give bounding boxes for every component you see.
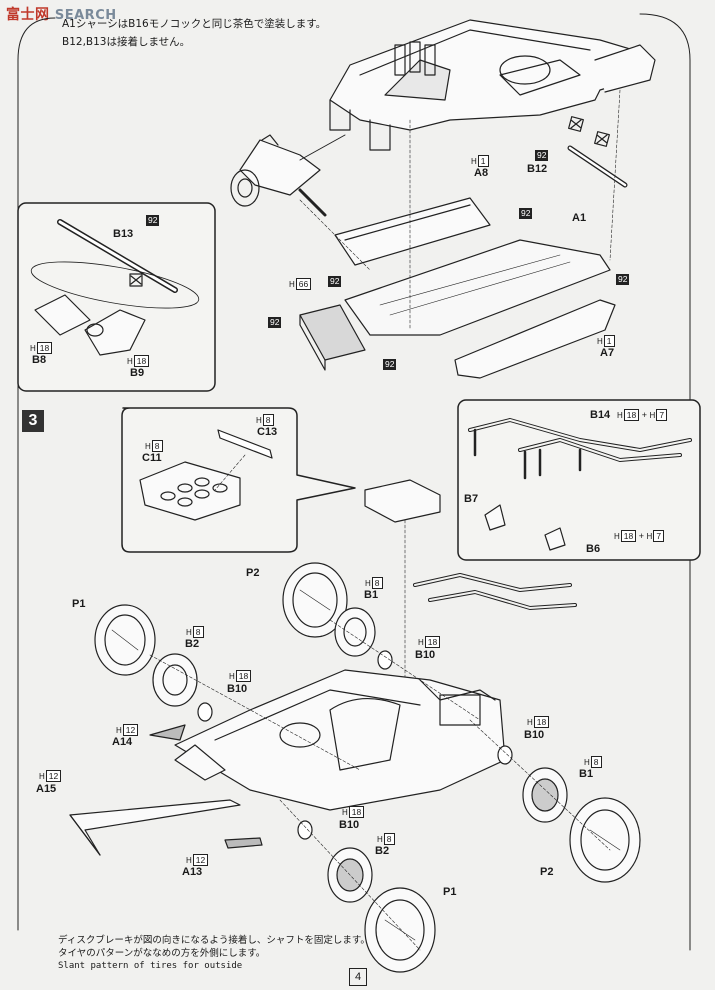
label-p2-top: P2	[246, 567, 260, 579]
label-a13: A13	[182, 866, 203, 878]
label-a14: A14	[112, 736, 133, 748]
part-a1-shape	[344, 239, 611, 336]
footer-notes: ディスクブレーキが図の向きになるよう接着し、シャフトを固定します。 タイヤのパタ…	[58, 934, 370, 973]
main-chassis-shape	[174, 669, 506, 811]
part-a7-shape	[454, 299, 616, 379]
label-c11: C11	[142, 452, 162, 464]
label-p1-bottom: P1	[443, 886, 457, 898]
label-a15: A15	[36, 783, 57, 795]
part-a15-shape	[69, 799, 241, 856]
inset-box-b13	[17, 202, 216, 392]
page-border-left	[17, 17, 56, 931]
step-number-badge: 3	[22, 410, 44, 432]
label-b10-top: B10	[415, 649, 436, 661]
part-a13-shape	[224, 837, 263, 849]
brake-b2-left	[152, 653, 198, 707]
label-b9: B9	[130, 367, 145, 379]
paint-code-92-b: 92	[268, 317, 282, 328]
label-a7: A7	[600, 347, 615, 359]
top-chassis	[329, 19, 656, 151]
label-b1-top: B1	[364, 589, 379, 601]
wheel-p2-right	[569, 797, 641, 883]
wheel-p1-bottom	[364, 887, 436, 973]
footer-jp-line-1: ディスクブレーキが図の向きになるよう接着し、シャフトを固定します。	[58, 935, 370, 946]
label-b6: B6	[586, 543, 601, 555]
no-glue-icon-1	[568, 116, 584, 132]
washer-b10-top	[377, 650, 393, 670]
note-line-2: B12,B13は接着しません。	[62, 36, 191, 48]
paint-code-92-b12: 92	[535, 150, 549, 161]
site-logo: 富士网 SEARCH	[6, 4, 117, 24]
note-line-1: A1シャーシはB16モノコックと同じ茶色で塗装します。	[62, 18, 327, 30]
page-number: 4	[349, 968, 367, 986]
brake-b1-top	[334, 607, 376, 657]
washer-b10-bottom	[297, 820, 313, 840]
part-a14-shape	[149, 724, 186, 741]
label-a1: A1	[572, 212, 587, 224]
label-c13: C13	[257, 426, 278, 438]
label-b7: B7	[464, 493, 479, 505]
paint-code-92-a1: 92	[519, 208, 533, 219]
label-p1-left: P1	[72, 598, 86, 610]
part-c-box	[364, 479, 441, 523]
wheel-p2-top	[282, 562, 348, 638]
washer-b10-left	[197, 702, 213, 722]
label-a8: A8	[474, 167, 489, 179]
paint-code-92-right: 92	[616, 274, 630, 285]
footer-en-line: Slant pattern of tires for outside	[58, 961, 243, 971]
page-border-right	[639, 13, 691, 951]
wheel-p1-left	[94, 604, 156, 676]
logo-sub-text: SEARCH	[54, 8, 117, 23]
label-b10-right: B10	[524, 729, 545, 741]
part-a8-shape	[334, 197, 491, 266]
paint-code-92-c: 92	[383, 359, 397, 370]
paint-code-92-a: 92	[328, 276, 342, 287]
no-glue-icon-2	[594, 131, 610, 147]
label-b10-bottom: B10	[339, 819, 360, 831]
logo-main-text: 富士网	[6, 7, 50, 23]
footer-jp-line-2: タイヤのパターンがななめの方を外側にします。	[58, 948, 266, 959]
label-b14: B14	[590, 409, 611, 421]
paint-code-92-b13: 92	[146, 215, 160, 226]
label-p2-right: P2	[540, 866, 554, 878]
part-c13-shape	[217, 429, 273, 459]
label-b2-bottom: B2	[375, 845, 390, 857]
label-b10-left: B10	[227, 683, 248, 695]
label-b13: B13	[113, 228, 134, 240]
washer-b10-right	[497, 745, 513, 765]
label-b8: B8	[32, 354, 47, 366]
inset-box-exhaust	[457, 399, 701, 561]
front-axle	[230, 134, 346, 217]
part-h66-block	[299, 304, 366, 361]
label-b1-right: B1	[579, 768, 594, 780]
label-b12: B12	[527, 163, 548, 175]
label-b2-left: B2	[185, 638, 200, 650]
